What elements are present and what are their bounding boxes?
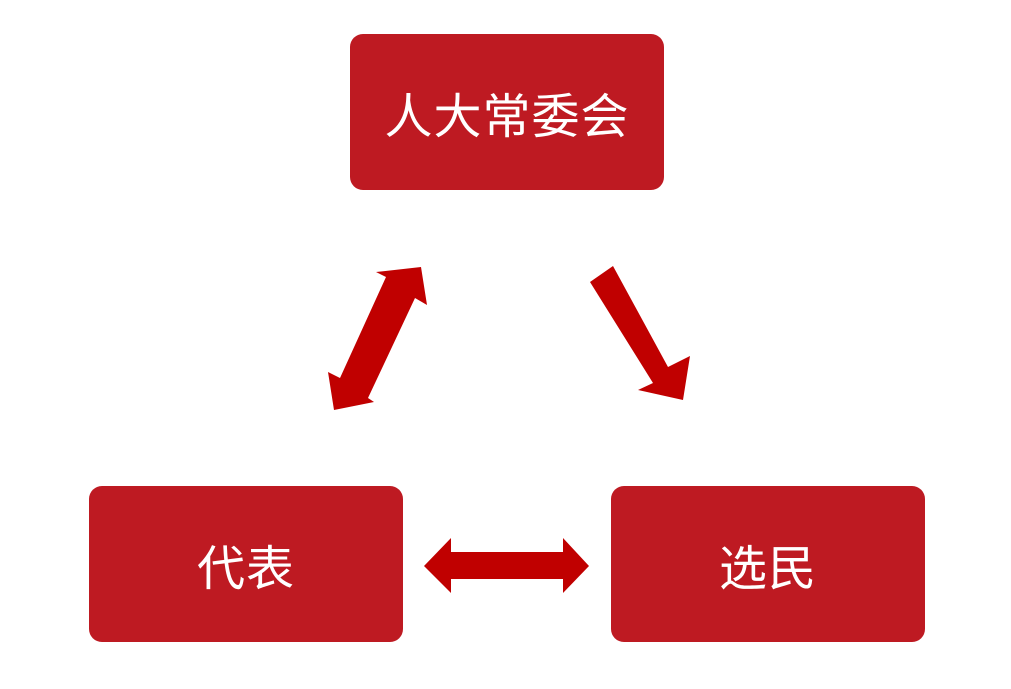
- node-label: 人大常委会: [384, 89, 630, 145]
- node-label: 选民: [718, 541, 817, 597]
- node-representatives: 代表: [89, 486, 403, 642]
- double-arrow-left-right: [424, 538, 589, 593]
- node-voters: 选民: [611, 486, 925, 642]
- node-label: 代表: [196, 541, 295, 597]
- arrow-top-to-right: [590, 266, 690, 400]
- node-npc-standing-committee: 人大常委会: [350, 34, 664, 190]
- double-arrow-left-top: [328, 267, 427, 410]
